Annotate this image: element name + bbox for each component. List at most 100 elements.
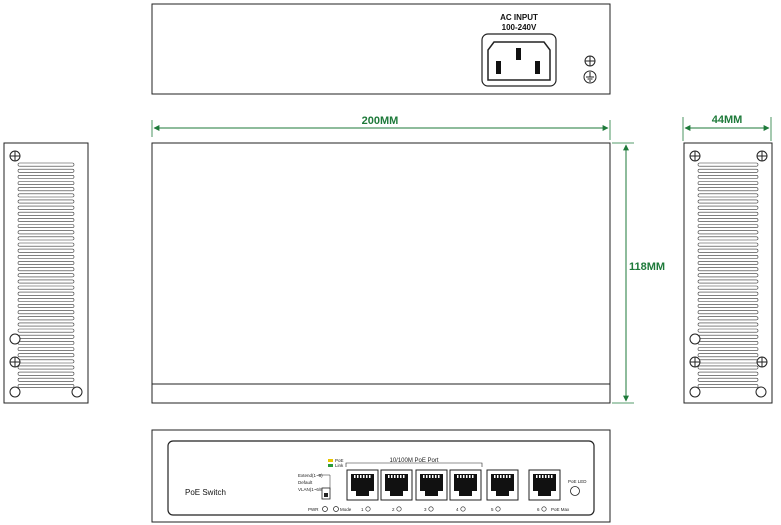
port-group-label: 10/100M PoE Port xyxy=(389,458,438,464)
vent-slot xyxy=(697,248,759,253)
vent-slot xyxy=(17,168,75,173)
vent-slot xyxy=(17,242,75,247)
vent-slot xyxy=(17,328,75,333)
vent-slot xyxy=(17,211,75,216)
port-led-6 xyxy=(541,506,547,512)
ac-voltage-label: 100-240V xyxy=(502,23,537,32)
product-name: PoE Switch xyxy=(185,488,226,497)
rj45-port-4 xyxy=(449,469,482,501)
vent-slot xyxy=(697,261,759,265)
screw-icon xyxy=(9,150,21,162)
port-led-1 xyxy=(365,506,371,512)
vent-slot xyxy=(17,347,75,352)
vent-slot xyxy=(17,224,75,229)
top-view xyxy=(151,142,611,404)
port-number-1: 1 xyxy=(361,507,364,512)
rj45-port-3 xyxy=(415,469,448,501)
vent-slot xyxy=(697,279,759,284)
port-number-3: 3 xyxy=(424,507,427,512)
mount-hole xyxy=(9,386,21,398)
vent-slot xyxy=(17,291,75,296)
vent-slot xyxy=(17,316,75,321)
mode-default-label: Default xyxy=(298,480,313,485)
vent-slot xyxy=(697,377,759,382)
vent-slot xyxy=(697,371,759,376)
rear-panel: AC INPUT 100-240V xyxy=(151,3,611,95)
vent-slot xyxy=(697,224,759,229)
vent-slot xyxy=(17,205,75,210)
rj45-port-1 xyxy=(346,469,379,501)
rj45-port-5 xyxy=(486,469,519,501)
vent-slot xyxy=(697,230,759,235)
vent-slot xyxy=(17,181,75,186)
legend-poe: PoE xyxy=(335,458,344,463)
height-dimension: 118MM xyxy=(612,142,665,404)
vent-slot xyxy=(697,175,759,179)
vent-slot xyxy=(697,199,759,204)
vent-slot xyxy=(697,353,759,358)
mount-hole xyxy=(689,333,701,345)
ac-input-label: AC INPUT xyxy=(500,13,538,22)
port-led-3 xyxy=(428,506,434,512)
vent-slot xyxy=(697,193,759,198)
vent-slot xyxy=(17,267,75,272)
vent-slot xyxy=(17,334,75,339)
vent-slot xyxy=(17,175,75,179)
vent-slot xyxy=(17,236,75,241)
vent-slot xyxy=(697,322,759,327)
vent-slot xyxy=(17,377,75,382)
mode-vlan-label: VLAN(1~6/8) xyxy=(298,487,325,492)
ac-power-socket xyxy=(481,33,557,87)
vent-slot xyxy=(17,297,75,302)
depth-label: 44MM xyxy=(712,114,743,126)
mode-switch-knob xyxy=(324,493,328,497)
width-dimension: 200MM xyxy=(151,115,611,140)
vent-slot xyxy=(697,205,759,210)
port-led-2 xyxy=(396,506,402,512)
port-led-5 xyxy=(495,506,501,512)
vent-slot xyxy=(17,230,75,235)
mount-hole xyxy=(689,386,701,398)
vent-slot xyxy=(17,261,75,265)
port-number-4: 4 xyxy=(456,507,459,512)
port-number-6: 6 xyxy=(537,507,540,512)
screw-icon xyxy=(756,150,768,162)
vent-slot xyxy=(697,347,759,352)
rj45-ports xyxy=(346,469,561,501)
port-led-4 xyxy=(460,506,466,512)
depth-dimension: 44MM xyxy=(682,114,772,141)
vent-slot xyxy=(697,291,759,296)
vent-slot xyxy=(697,255,759,259)
vent-slot xyxy=(697,162,759,167)
mount-hole xyxy=(71,386,83,398)
right-side-panel xyxy=(683,142,773,404)
vent-slot xyxy=(17,273,75,278)
vent-slot xyxy=(17,248,75,253)
vent-slot xyxy=(697,297,759,302)
vent-slot xyxy=(17,322,75,327)
rj45-port-2 xyxy=(380,469,413,501)
vent-slot xyxy=(697,181,759,186)
vent-slot xyxy=(17,384,75,388)
vent-slot xyxy=(697,187,759,192)
width-label: 200MM xyxy=(362,115,399,127)
poe-led-label: PoE LED xyxy=(568,479,587,484)
mode-label: Mode xyxy=(340,507,352,512)
vent-slot xyxy=(697,236,759,241)
vent-slot xyxy=(697,242,759,247)
vent-slot xyxy=(697,273,759,278)
vent-slot xyxy=(697,304,759,308)
vent-slot xyxy=(697,359,759,364)
vent-slot xyxy=(17,199,75,204)
screw-icon xyxy=(584,55,596,67)
pwr-led xyxy=(322,506,328,512)
vent-slot xyxy=(17,162,75,167)
front-panel: PoE Switch PoE Link 10/100M PoE Port Ext… xyxy=(151,429,611,523)
vent-slot xyxy=(17,255,75,259)
screw-icon xyxy=(689,356,701,368)
vent-slot xyxy=(17,359,75,364)
height-label: 118MM xyxy=(629,261,665,273)
vent-slot xyxy=(697,328,759,333)
poe-led-button[interactable] xyxy=(570,486,580,496)
